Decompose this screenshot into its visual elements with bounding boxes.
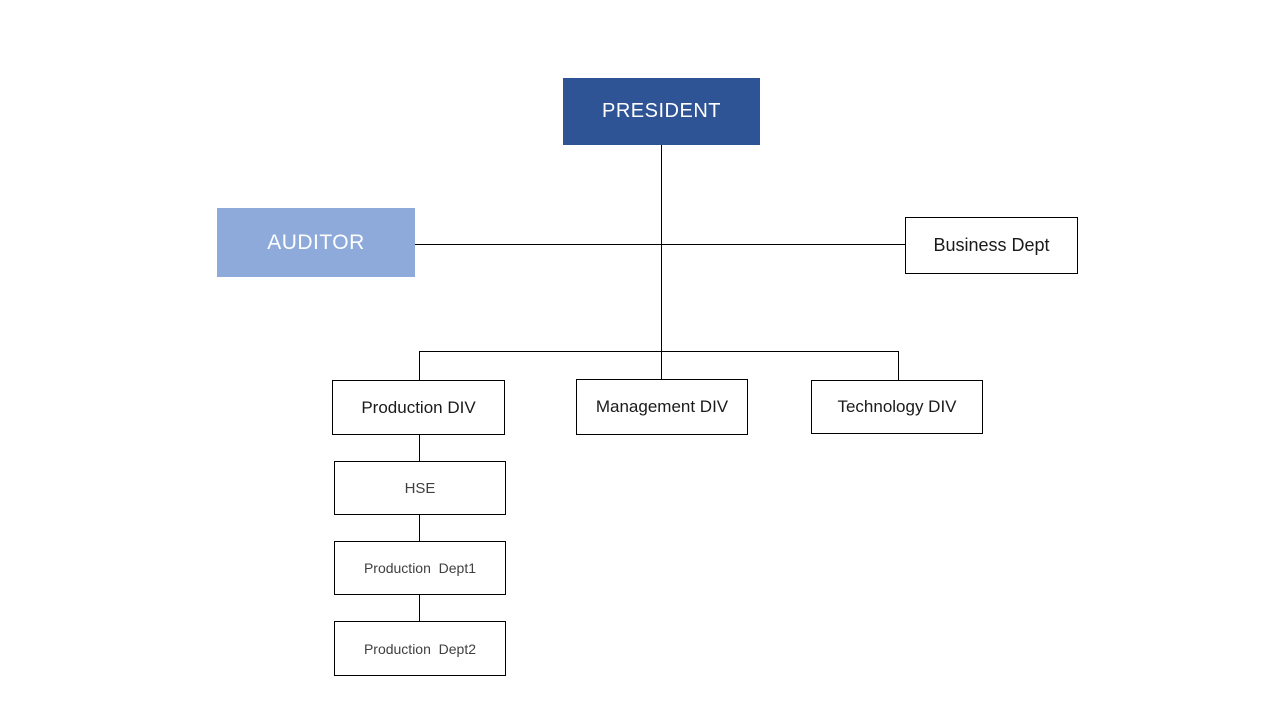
node-technology-div: Technology DIV — [811, 380, 983, 434]
node-management-div-label: Management DIV — [595, 397, 729, 416]
connector-branch-to-technology-div — [898, 351, 899, 380]
connector-president-trunk — [661, 145, 662, 379]
node-production-dept2-label: Production Dept2 — [363, 640, 477, 657]
node-hse: HSE — [334, 461, 506, 515]
connector-hse-to-dept1 — [419, 515, 420, 541]
node-business-dept: Business Dept — [905, 217, 1078, 274]
connector-production-div-to-hse — [419, 435, 420, 461]
node-president: PRESIDENT — [563, 78, 760, 145]
node-auditor-label: AUDITOR — [267, 230, 365, 254]
connector-division-branch — [419, 351, 899, 352]
node-auditor: AUDITOR — [217, 208, 415, 277]
node-production-div-label: Production DIV — [361, 397, 476, 417]
node-production-dept1-label: Production Dept1 — [363, 560, 477, 576]
connector-dept1-to-dept2 — [419, 595, 420, 621]
node-production-dept2: Production Dept2 — [334, 621, 506, 676]
connector-auditor-business — [415, 244, 905, 245]
node-technology-div-label: Technology DIV — [837, 397, 957, 416]
connector-branch-to-production-div — [419, 351, 420, 380]
node-president-label: PRESIDENT — [602, 100, 721, 122]
node-production-div: Production DIV — [332, 380, 505, 435]
node-hse-label: HSE — [404, 479, 436, 497]
node-management-div: Management DIV — [576, 379, 748, 435]
node-production-dept1: Production Dept1 — [334, 541, 506, 595]
node-business-dept-label: Business Dept — [933, 235, 1050, 255]
